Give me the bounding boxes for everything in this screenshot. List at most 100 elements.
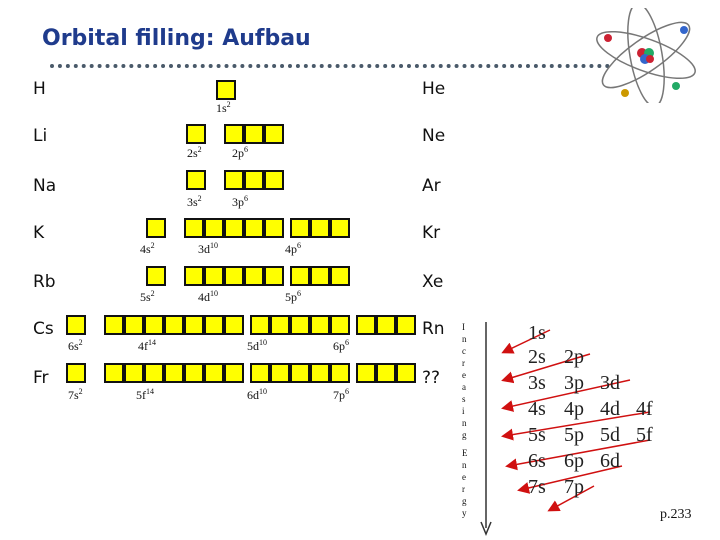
energy-axis-arrow (480, 322, 492, 536)
orbital-box (104, 363, 124, 383)
energy-letter: I (462, 322, 465, 332)
label-7s: 7s2 (68, 387, 83, 402)
orbital-box (396, 363, 416, 383)
orbital-box (356, 315, 376, 335)
element-cs: Cs (33, 319, 54, 339)
orbital-box (310, 218, 330, 238)
seq-cell: 3s (528, 372, 546, 394)
orbital-box (330, 218, 350, 238)
orbital-box (244, 218, 264, 238)
energy-letter: r (462, 484, 465, 494)
seq-cell: 7p (564, 476, 584, 498)
orbital-box (356, 363, 376, 383)
label-3s: 3s2 (187, 194, 202, 209)
label-3d: 3d10 (198, 241, 218, 256)
element-na: Na (33, 176, 57, 196)
element-k: K (33, 223, 45, 243)
orbital-box (376, 315, 396, 335)
seq-cell: 5p (564, 424, 584, 446)
orbital-box (224, 124, 244, 144)
orbital-box (164, 315, 184, 335)
seq-cell: 4f (636, 398, 653, 420)
energy-letter: n (462, 334, 467, 344)
orbital-box (124, 363, 144, 383)
label-6s: 6s2 (68, 338, 83, 353)
element-rb: Rb (33, 272, 56, 292)
orbital-box (224, 218, 244, 238)
orbital-box (144, 363, 164, 383)
orbital-box (224, 363, 244, 383)
energy-letter: e (462, 472, 466, 482)
orbital-box (184, 218, 204, 238)
seq-cell: 5d (600, 424, 620, 446)
orbital-box (204, 266, 224, 286)
orbital-box (204, 363, 224, 383)
element-unknown: ?? (422, 368, 441, 388)
label-2p: 2p6 (232, 145, 248, 160)
seq-cell: 6p (564, 450, 584, 472)
orbital-box (244, 266, 264, 286)
orbital-box (396, 315, 416, 335)
orbital-box (144, 315, 164, 335)
orbital-box (264, 170, 284, 190)
orbital-box (184, 363, 204, 383)
seq-cell: 3d (600, 372, 620, 394)
element-xe: Xe (422, 272, 444, 292)
label-2s: 2s2 (187, 145, 202, 160)
orbital-box (270, 315, 290, 335)
energy-letter: E (462, 448, 468, 458)
orbital-box (330, 315, 350, 335)
label-5d: 5d10 (247, 338, 267, 353)
orbital-box (250, 363, 270, 383)
label-3p: 3p6 (232, 194, 248, 209)
label-5f: 5f14 (136, 387, 154, 402)
orbital-box (250, 315, 270, 335)
orbital-box (376, 363, 396, 383)
seq-cell: 6s (528, 450, 546, 472)
orbital-box (186, 124, 206, 144)
energy-letter: e (462, 370, 466, 380)
seq-cell: 5f (636, 424, 653, 446)
seq-cell: 4s (528, 398, 546, 420)
energy-letter: n (462, 460, 467, 470)
orbital-box (244, 124, 264, 144)
orbital-box (216, 80, 236, 100)
energy-letter: s (462, 394, 466, 404)
orbital-box (66, 315, 86, 335)
orbital-box (264, 124, 284, 144)
orbital-box (66, 363, 86, 383)
element-ne: Ne (422, 126, 446, 146)
label-6d: 6d10 (247, 387, 267, 402)
orbital-box (264, 266, 284, 286)
page-number: p.233 (660, 507, 692, 522)
energy-letter: r (462, 358, 465, 368)
orbital-box (104, 315, 124, 335)
seq-cell: 2s (528, 346, 546, 368)
element-kr: Kr (422, 223, 441, 243)
seq-cell: 2p (564, 346, 584, 368)
title-divider (50, 64, 610, 68)
orbital-box (204, 218, 224, 238)
seq-cell: 3p (564, 372, 584, 394)
energy-letter: g (462, 496, 467, 506)
orbital-box (204, 315, 224, 335)
seq-cell: 5s (528, 424, 546, 446)
orbital-box (290, 363, 310, 383)
orbital-box (290, 218, 310, 238)
orbital-box (310, 363, 330, 383)
energy-letter: i (462, 406, 465, 416)
element-rn: Rn (422, 319, 445, 339)
label-6p: 6p6 (333, 338, 349, 353)
orbital-box (310, 315, 330, 335)
orbital-box (186, 170, 206, 190)
orbital-box (124, 315, 144, 335)
seq-cell: 6d (600, 450, 620, 472)
orbital-box (224, 266, 244, 286)
element-he: He (422, 79, 446, 99)
page-title: Orbital filling: Aufbau (42, 26, 311, 51)
orbital-box (184, 266, 204, 286)
aufbau-diagonal-arrows (501, 329, 651, 512)
orbital-box (146, 218, 166, 238)
orbital-box (310, 266, 330, 286)
orbital-box (244, 170, 264, 190)
